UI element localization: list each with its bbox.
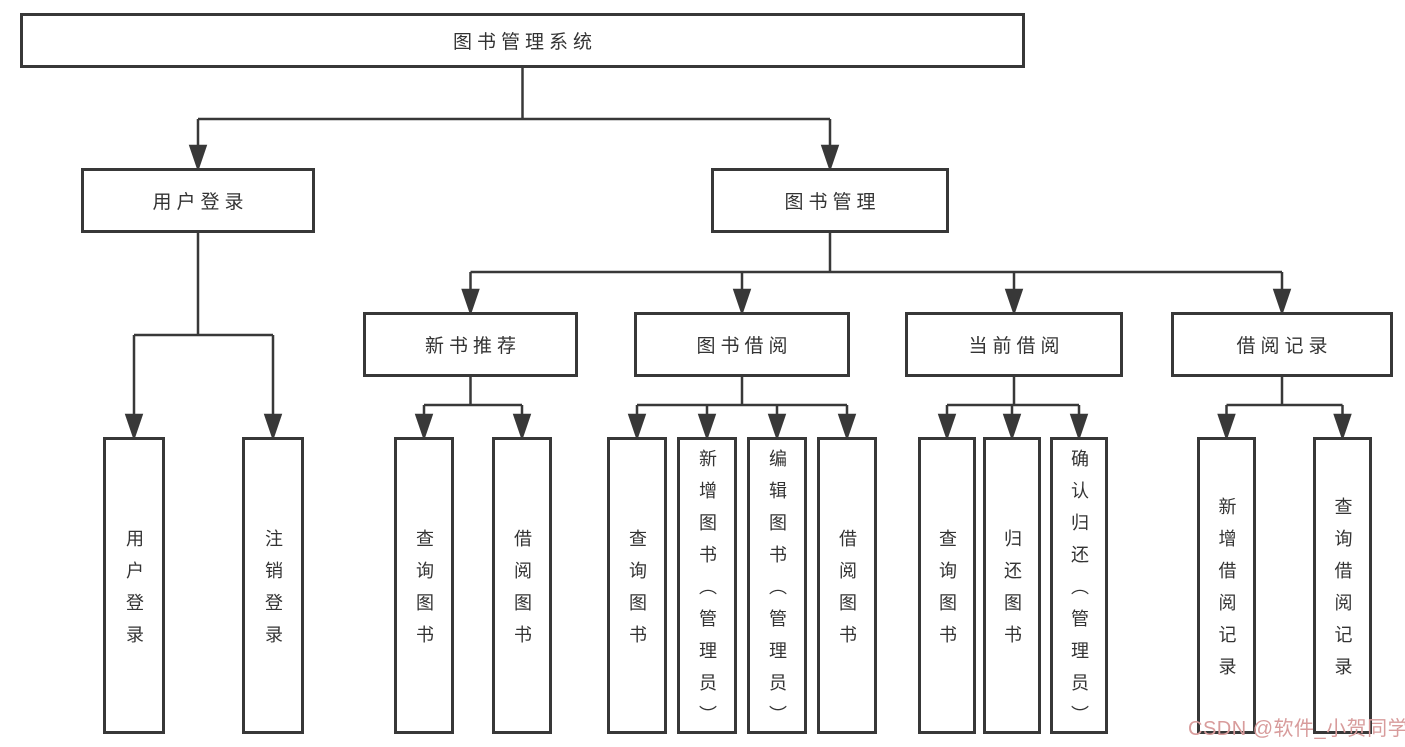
- node-label: 新增图书（管理员）: [697, 448, 717, 737]
- node-label: 查询图书: [627, 528, 647, 657]
- node-label: 新增借阅记录: [1216, 496, 1237, 689]
- leaf-records-add-borrow-record: 新增借阅记录: [1197, 437, 1256, 734]
- leaf-borrow-borrow-books: 借阅图书: [817, 437, 877, 734]
- arrowhead: [1069, 413, 1089, 441]
- arrowhead: [512, 413, 532, 441]
- arrowhead: [1002, 413, 1022, 441]
- arrowhead: [820, 144, 840, 172]
- leaf-borrow-add-books-admin: 新增图书（管理员）: [677, 437, 737, 737]
- node-book-borrowing: 图书借阅: [634, 312, 850, 377]
- node-label: 编辑图书（管理员）: [767, 448, 787, 737]
- node-label: 当前借阅: [968, 336, 1065, 357]
- arrowhead: [263, 413, 283, 441]
- node-label: 借阅图书: [837, 528, 857, 657]
- node-borrowing-records: 借阅记录: [1171, 312, 1393, 377]
- arrowhead: [937, 413, 957, 441]
- csdn-watermark: CSDN @软件_小贺同学: [1188, 718, 1405, 740]
- leaf-borrow-edit-books-admin: 编辑图书（管理员）: [747, 437, 807, 737]
- node-current-borrowing: 当前借阅: [905, 312, 1123, 377]
- arrowhead: [1004, 288, 1024, 316]
- arrowhead: [124, 413, 144, 441]
- node-label: 查询图书: [414, 528, 434, 657]
- leaf-user-login: 用户登录: [103, 437, 165, 734]
- arrowhead: [1333, 413, 1352, 441]
- node-label: 图书借阅: [696, 336, 793, 357]
- node-label: 图书管理系统: [452, 32, 597, 53]
- arrowhead: [1217, 413, 1236, 441]
- connector-borrow-records-to-leaves: [1217, 377, 1352, 441]
- node-label: 查询借阅记录: [1332, 496, 1353, 689]
- node-label: 确认归还（管理员）: [1069, 448, 1089, 737]
- connector-user-login-to-leaves: [124, 233, 283, 441]
- connector-root-to-level2: [188, 68, 840, 172]
- node-label: 借阅图书: [512, 528, 532, 657]
- node-root-library-system: 图书管理系统: [20, 13, 1025, 68]
- node-label: 查询图书: [937, 528, 957, 657]
- node-label: 图书管理: [784, 192, 881, 213]
- leaf-borrow-query-books: 查询图书: [607, 437, 667, 734]
- node-label: 新书推荐: [424, 336, 521, 357]
- node-book-management: 图书管理: [711, 168, 949, 233]
- leaf-logout: 注销登录: [242, 437, 304, 734]
- arrowhead: [414, 413, 434, 441]
- connector-current-borrow-to-leaves: [937, 377, 1089, 441]
- arrowhead: [767, 413, 787, 441]
- leaf-current-return-books: 归还图书: [983, 437, 1041, 734]
- arrowhead: [837, 413, 857, 441]
- node-label: 借阅记录: [1236, 336, 1333, 357]
- connector-book-management-to-level3: [461, 233, 1292, 316]
- connector-new-book-to-leaves: [414, 377, 532, 441]
- node-label: 用户登录: [152, 192, 249, 213]
- node-label: 归还图书: [1002, 528, 1022, 657]
- node-label: 注销登录: [263, 528, 283, 657]
- arrowhead: [461, 288, 480, 316]
- connector-book-borrow-to-leaves: [627, 377, 857, 441]
- arrowhead: [732, 288, 752, 316]
- leaf-newbook-borrow-books: 借阅图书: [492, 437, 552, 734]
- arrowhead: [627, 413, 647, 441]
- leaf-current-confirm-return-admin: 确认归还（管理员）: [1050, 437, 1108, 737]
- arrowhead: [188, 144, 208, 172]
- arrowhead: [1272, 288, 1292, 316]
- leaf-newbook-query-books: 查询图书: [394, 437, 454, 734]
- leaf-records-query-borrow-record: 查询借阅记录: [1313, 437, 1372, 734]
- arrowhead: [697, 413, 717, 441]
- node-user-login: 用户登录: [81, 168, 315, 233]
- node-label: 用户登录: [124, 528, 144, 657]
- node-new-book-recommend: 新书推荐: [363, 312, 578, 377]
- leaf-current-query-books: 查询图书: [918, 437, 976, 734]
